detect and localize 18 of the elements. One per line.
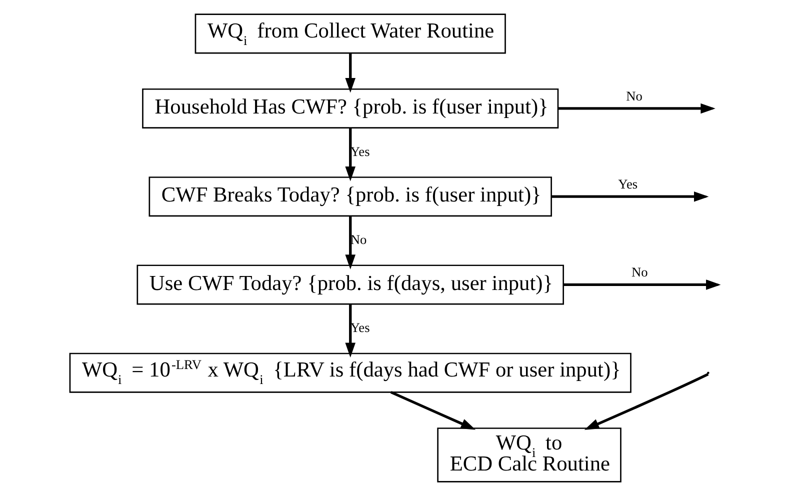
edge-label: Yes	[618, 176, 638, 192]
node-box: Household Has CWF? {prob. is f(user input)}	[142, 88, 558, 128]
edge-label: Yes	[350, 320, 370, 335]
edge-label: No	[631, 264, 648, 280]
arrow	[344, 216, 356, 269]
edge-label: No	[350, 231, 366, 246]
node-box: WQ$_{i}$ to ECD Calc Routine	[436, 427, 621, 482]
node-box: WQ$_{i}$ from Collect Water Routine	[194, 13, 506, 54]
node-box: CWF Breaks Today? {prob. is f(user input)}	[148, 176, 552, 216]
arrow	[344, 52, 356, 92]
node-box: WQ$_{i}$ = 10$^{-LRV}$ x WQ$_{i}$ {LRV is f(days had CWF or user input)}	[68, 352, 631, 392]
arrow	[344, 304, 356, 357]
edge-label: No	[626, 88, 642, 103]
node-box: Use CWF Today? {prob. is f(days, user input)}	[136, 264, 564, 304]
arrow	[390, 390, 476, 430]
arrow	[584, 372, 708, 430]
arrow	[344, 127, 356, 181]
edge-label: Yes	[350, 143, 370, 158]
